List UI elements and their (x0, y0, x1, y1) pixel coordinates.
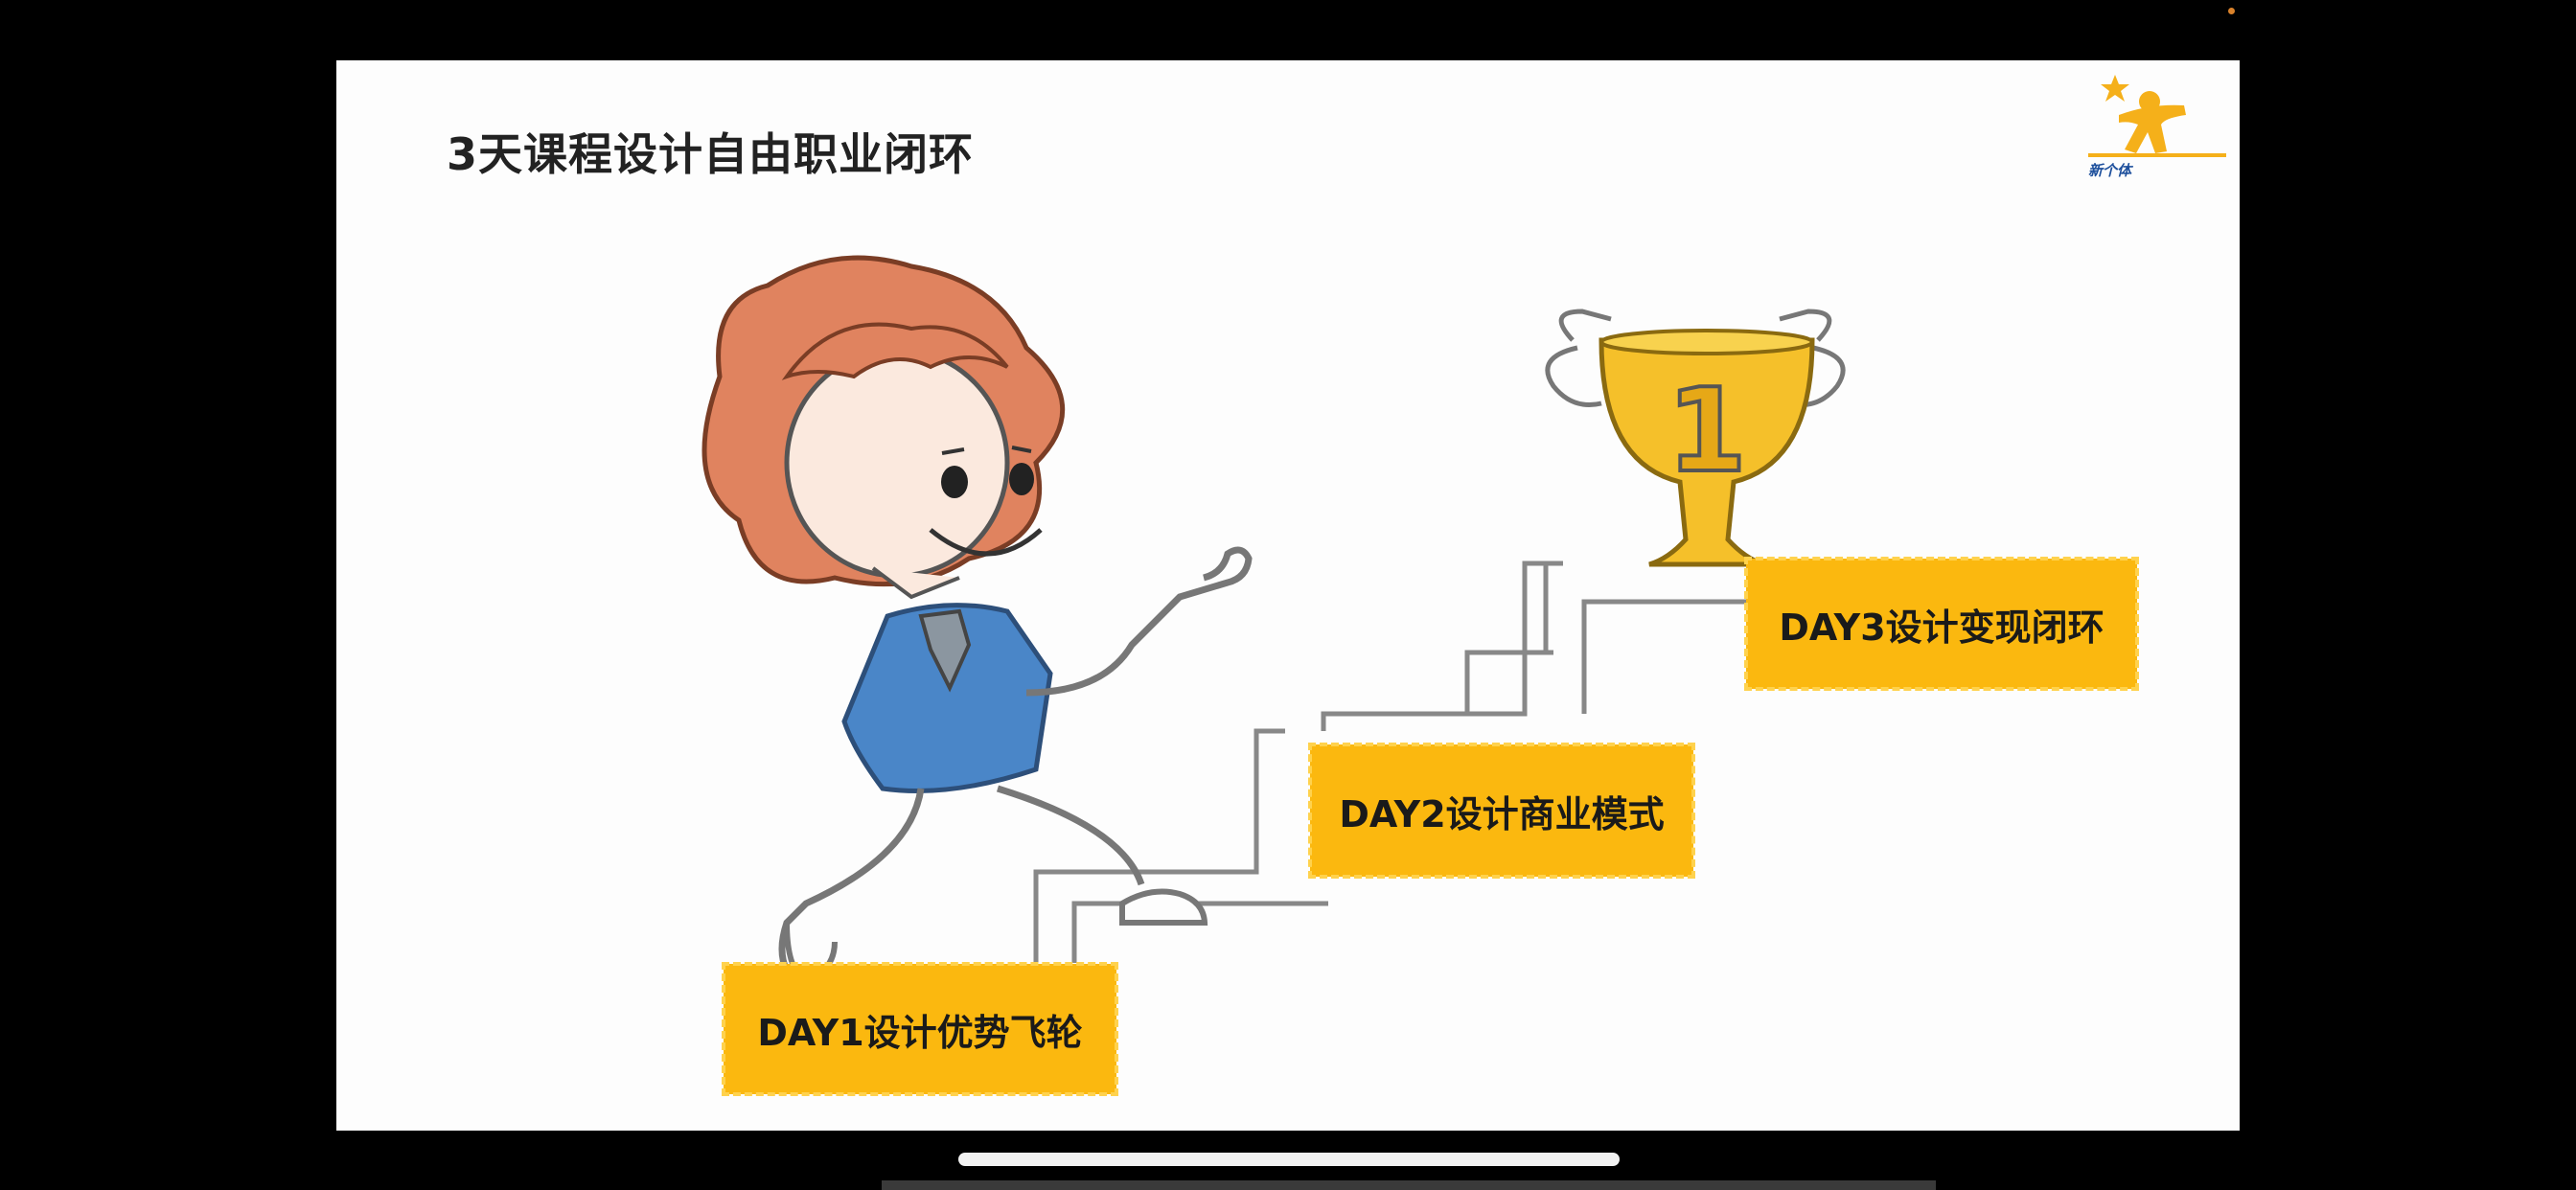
day3-step-label: DAY3设计变现闭环 (1744, 557, 2139, 691)
running-girl-illustration (702, 255, 1253, 984)
bottom-edge-strip (882, 1180, 1936, 1190)
logo-text: 新个体 (2088, 162, 2132, 179)
day1-step-label: DAY1设计优势飞轮 (722, 962, 1118, 1096)
slide-title: 3天课程设计自由职业闭环 (447, 128, 975, 180)
day2-step-label: DAY2设计商业模式 (1308, 743, 1695, 879)
trophy-icon: 1 (1545, 309, 1846, 567)
status-indicator-dot (2228, 8, 2235, 14)
home-indicator-bar[interactable] (958, 1153, 1620, 1166)
svg-text:1: 1 (1667, 365, 1747, 498)
presentation-slide: 3天课程设计自由职业闭环 新个体 (336, 60, 2240, 1131)
stairs-outline (1033, 561, 1755, 963)
stairs-illustration: 1 (702, 255, 1846, 984)
star-person-logo-icon (2088, 75, 2226, 157)
